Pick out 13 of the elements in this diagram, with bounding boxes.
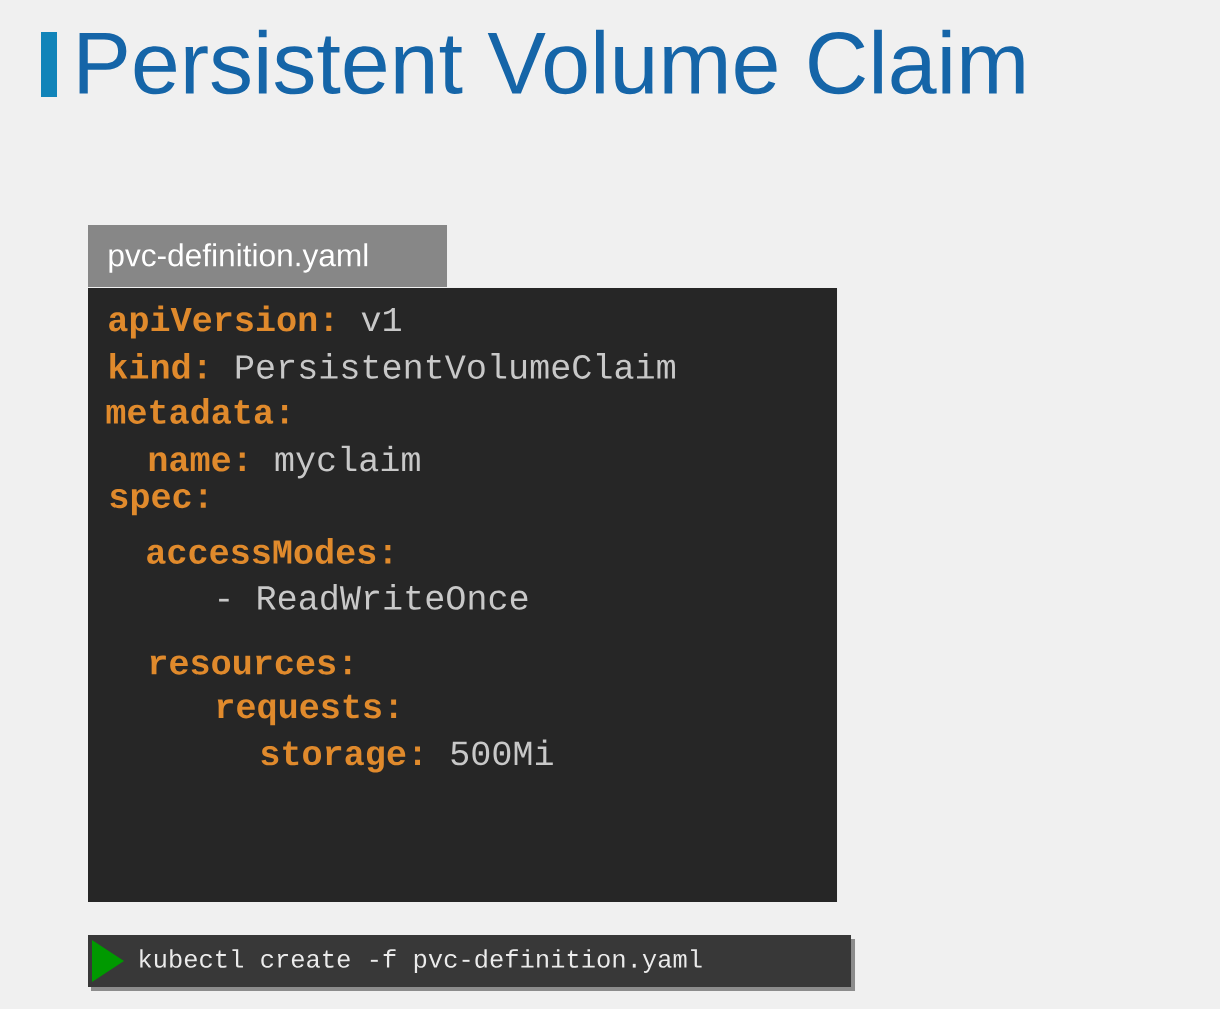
code-line: spec: xyxy=(110,488,206,516)
code-line: name: myclaim xyxy=(149,445,420,479)
code-line: kind: PersistentVolumeClaim xyxy=(110,353,675,379)
code-line: resources: xyxy=(150,655,351,675)
code-line: requests: xyxy=(217,694,397,726)
code-line: storage: 500Mi xyxy=(261,739,553,773)
command-bar: kubectl create -f pvc-definition.yaml xyxy=(88,935,855,991)
node-label: pvc-definition.yaml xyxy=(109,243,368,273)
code-line: accessModes: xyxy=(147,538,391,564)
code-line: metadata: xyxy=(106,398,288,424)
title: Persistent Volume Claim xyxy=(79,29,1024,95)
code-line: - ReadWriteOnce xyxy=(219,584,528,610)
code-line: apiVersion: v1 xyxy=(109,305,401,339)
